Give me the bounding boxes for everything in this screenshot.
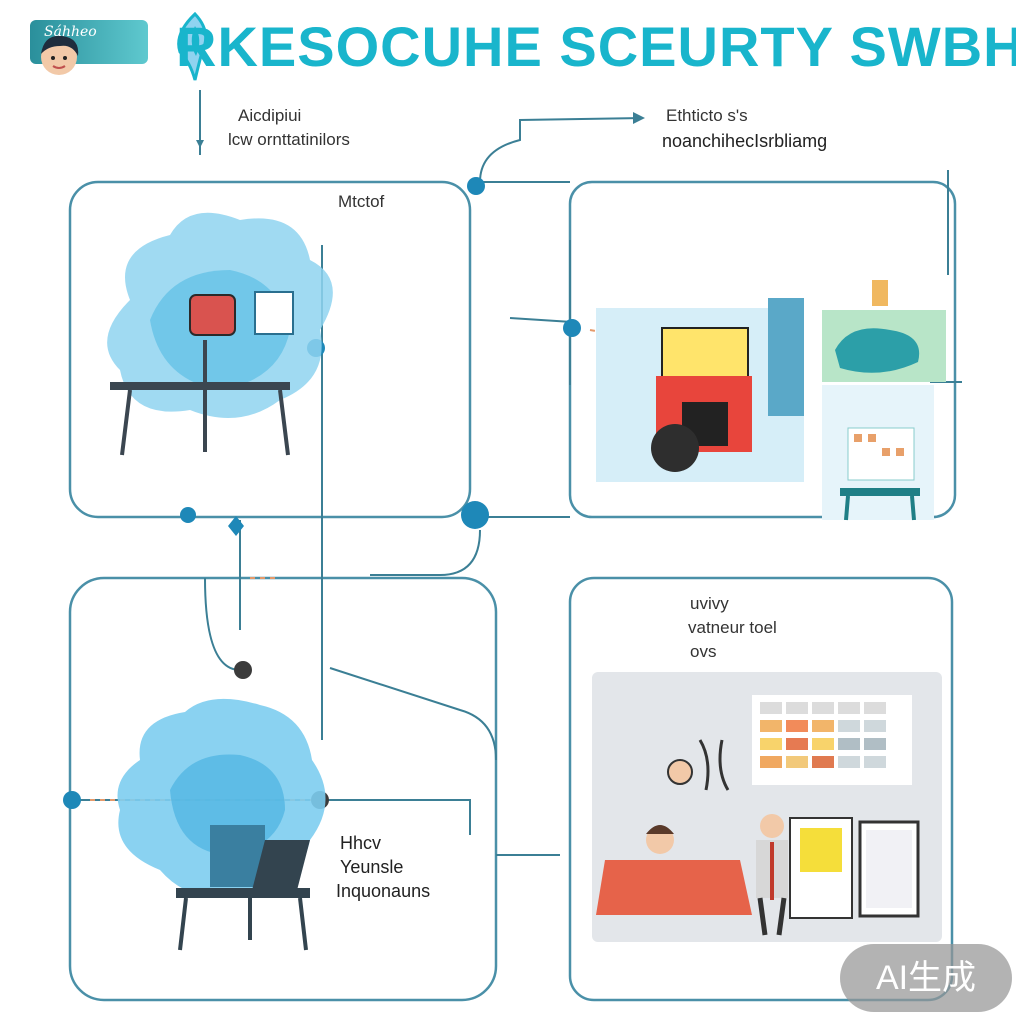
label-center-small: Mtctof bbox=[338, 192, 385, 211]
label-lower-right-3: ovs bbox=[690, 642, 717, 661]
avatar-icon bbox=[41, 35, 79, 75]
frame-bottom-left bbox=[68, 576, 498, 1002]
label-top-left-2: lcw ornttatinilors bbox=[228, 130, 350, 149]
frame-bottom-right bbox=[568, 576, 954, 1002]
label-lower-right-2: vatneur toel bbox=[688, 618, 777, 637]
cloud-workstation-illustration bbox=[107, 212, 333, 456]
label-top-right-2: noanchihecIsrbliamg bbox=[662, 131, 828, 151]
label-lower-right-1: uvivy bbox=[690, 594, 729, 613]
flame-logo-icon bbox=[177, 12, 208, 81]
dashboard-grid bbox=[760, 702, 886, 768]
label-top-left-1: Aicdipiui bbox=[238, 106, 302, 125]
ai-generated-watermark: AI生成 bbox=[840, 944, 1012, 1012]
label-top-right-1: Ethticto s's bbox=[666, 106, 748, 125]
label-lower-left-3: Inquonauns bbox=[336, 881, 431, 901]
label-lower-left-2: Yeunsle bbox=[340, 857, 404, 877]
arrow-right-icon bbox=[633, 112, 645, 124]
connector-lines bbox=[72, 90, 962, 856]
cloud-chair-illustration bbox=[117, 698, 326, 951]
label-lower-left-1: Hhcv bbox=[340, 833, 382, 853]
team-dashboard-illustration bbox=[592, 672, 942, 942]
frame-top-left bbox=[68, 180, 472, 519]
office-screens-illustration bbox=[596, 280, 946, 521]
arrow-down-icon bbox=[196, 140, 204, 148]
logo-text: Sáhheo bbox=[44, 24, 97, 40]
page-title: RKESOCUHE SCEURTY SWBHSE bbox=[176, 15, 1016, 78]
